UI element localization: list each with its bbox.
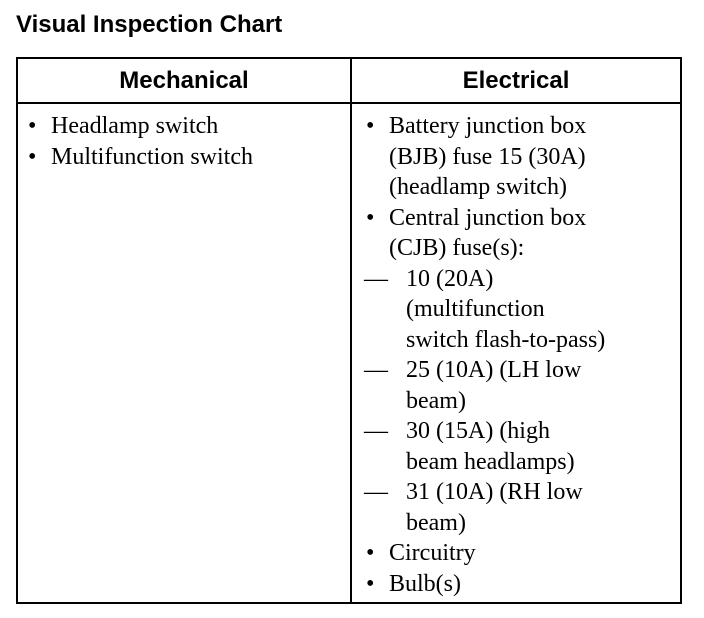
item-text: (headlamp switch) [389,174,567,200]
sub-item-text: switch flash-to-pass) [406,326,606,353]
item-text: (CJB) fuse(s): [389,235,525,261]
sub-item-text: 10 (20A) [406,265,494,292]
sub-list-item: — 30 (15A) (high beam headlamps) [364,416,676,477]
sub-item-text: 25 (10A) (LH low [406,357,582,383]
item-text: (BJB) fuse 15 (30A) [389,143,586,170]
dash-icon: — [364,265,388,292]
electrical-column: • Battery junction box (BJB) fuse 15 (30… [364,111,676,599]
item-text: Battery junction box [389,113,587,139]
dash-icon: — [364,479,388,505]
sub-list-item: — 10 (20A) (multifunction switch flash-t… [364,264,676,356]
header-rule [18,102,680,104]
chart-title: Visual Inspection Chart [16,11,283,38]
sub-item-text: beam) [406,387,466,414]
list-item: • Headlamp switch [26,111,342,142]
bullet-icon: • [366,540,375,566]
sub-item-text: (multifunction [406,296,545,322]
sub-item-text: beam headlamps) [406,448,575,475]
item-text: Bulb(s) [389,570,461,597]
bullet-icon: • [28,143,37,170]
column-divider [350,59,352,602]
electrical-header: Electrical [462,66,570,94]
sub-list-item: — 25 (10A) (LH low beam) [364,355,676,416]
sub-item-text: 30 (15A) (high [406,418,550,444]
mechanical-column: • Headlamp switch • Multifunction switch [26,111,342,172]
item-text: Multifunction switch [51,143,253,170]
item-text: Circuitry [389,540,476,566]
bullet-icon: • [366,570,375,597]
bullet-icon: • [28,113,37,139]
item-text: Headlamp switch [51,113,219,139]
item-text: Central junction box [389,204,587,231]
list-item: • Battery junction box (BJB) fuse 15 (30… [364,111,676,203]
list-item: • Circuitry [364,538,676,569]
dash-icon: — [364,357,388,383]
list-item: • Bulb(s) [364,569,676,600]
sub-item-text: 31 (10A) (RH low [406,479,583,505]
list-item: • Multifunction switch [26,142,342,173]
bullet-icon: • [366,204,375,231]
sub-list-item: — 31 (10A) (RH low beam) [364,477,676,538]
inspection-table: Mechanical Electrical • Headlamp switch … [16,57,682,604]
mechanical-header: Mechanical [119,66,249,94]
list-item: • Central junction box (CJB) fuse(s): [364,203,676,264]
dash-icon: — [364,418,388,444]
bullet-icon: • [366,113,375,139]
sub-item-text: beam) [406,509,466,536]
